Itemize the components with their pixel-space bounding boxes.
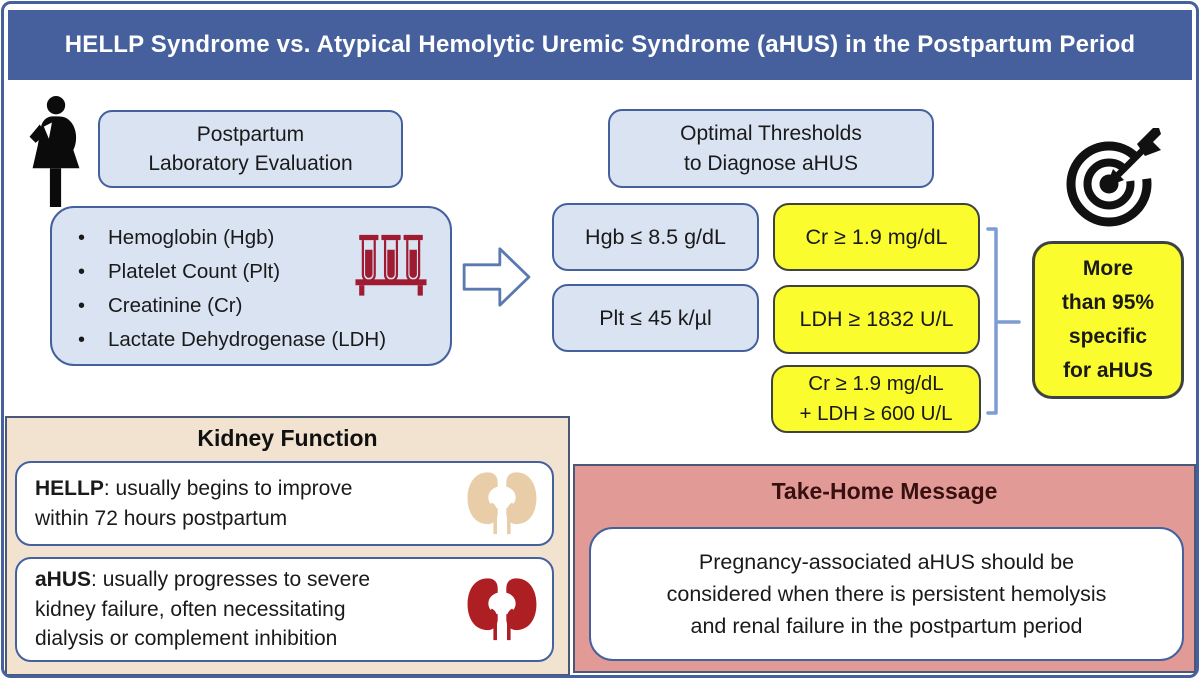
lab-test-label: Creatinine (Cr) — [108, 294, 243, 317]
right-arrow-icon — [461, 246, 533, 308]
take-home-message-line1: Pregnancy-associated aHUS should be — [698, 549, 1075, 574]
lab-test-label: Hemoglobin (Hgb) — [108, 226, 275, 249]
kidneys-dark-icon — [466, 577, 538, 643]
hgb-threshold-box: Hgb ≤ 8.5 g/dL — [552, 203, 759, 271]
ahus-kidney-box: aHUS: usually progresses to severe kidne… — [15, 557, 554, 662]
lab-test-item: Creatinine (Cr) — [74, 289, 386, 323]
lab-test-item: Platelet Count (Plt) — [74, 255, 386, 289]
ldh-threshold-value: LDH ≥ 1832 U/L — [799, 307, 954, 331]
specificity-line3: specific — [1068, 325, 1148, 348]
pregnant-woman-icon — [22, 95, 88, 207]
ahus-line1-text: : usually progresses to severe — [91, 567, 370, 591]
specificity-line4: for aHUS — [1063, 359, 1153, 382]
lab-test-item: Hemoglobin (Hgb) — [74, 221, 386, 255]
hellp-line2: within 72 hours postpartum — [35, 506, 288, 530]
combined-threshold-box: Cr ≥ 1.9 mg/dL + LDH ≥ 600 U/L — [771, 365, 981, 433]
hgb-threshold-value: Hgb ≤ 8.5 g/dL — [585, 224, 726, 249]
hellp-label: HELLP — [35, 476, 104, 500]
lab-tests-list: Hemoglobin (Hgb) Platelet Count (Plt) Cr… — [74, 221, 386, 357]
hellp-line1-text: : usually begins to improve — [103, 476, 353, 500]
specificity-line2: than 95% — [1061, 291, 1155, 314]
title-banner: HELLP Syndrome vs. Atypical Hemolytic Ur… — [8, 10, 1192, 80]
test-tubes-icon — [354, 234, 428, 298]
specificity-box: More than 95% specific for aHUS — [1032, 241, 1184, 399]
kidney-function-panel: Kidney Function HELLP: usually begins to… — [5, 416, 570, 676]
lab-test-item: Lactate Dehydrogenase (LDH) — [74, 323, 386, 357]
lab-header-line1: Postpartum — [196, 122, 305, 146]
kidneys-light-icon — [466, 471, 538, 537]
lab-test-label: Platelet Count (Plt) — [108, 260, 281, 283]
ahus-label: aHUS — [35, 567, 92, 591]
target-icon — [1063, 126, 1167, 228]
cr-threshold-value: Cr ≥ 1.9 mg/dL — [805, 224, 948, 249]
lab-test-label: Lactate Dehydrogenase (LDH) — [108, 328, 387, 351]
lab-evaluation-header: Postpartum Laboratory Evaluation — [98, 110, 403, 188]
plt-threshold-box: Plt ≤ 45 k/µl — [552, 284, 759, 352]
thresholds-header: Optimal Thresholds to Diagnose aHUS — [608, 109, 934, 188]
lab-header-line2: Laboratory Evaluation — [148, 152, 353, 175]
take-home-panel: Take-Home Message Pregnancy-associated a… — [573, 464, 1196, 673]
hellp-line1: HELLP: usually begins to improve — [35, 474, 466, 504]
kidney-function-header: Kidney Function — [197, 425, 378, 451]
ahus-line2: kidney failure, often necessitating — [35, 597, 346, 621]
combined-threshold-line1: Cr ≥ 1.9 mg/dL — [808, 372, 944, 396]
combined-threshold-line2: + LDH ≥ 600 U/L — [799, 402, 953, 425]
thresholds-header-line2: to Diagnose aHUS — [684, 151, 858, 175]
thresholds-header-line1: Optimal Thresholds — [680, 122, 862, 146]
main-title: HELLP Syndrome vs. Atypical Hemolytic Ur… — [64, 31, 1136, 58]
take-home-message-box: Pregnancy-associated aHUS should be cons… — [589, 527, 1184, 661]
hellp-kidney-text: HELLP: usually begins to improve within … — [17, 474, 466, 534]
hellp-kidney-box: HELLP: usually begins to improve within … — [15, 461, 554, 546]
specificity-line1: More — [1082, 257, 1134, 280]
grouping-bracket — [986, 227, 1022, 417]
take-home-header: Take-Home Message — [771, 478, 998, 504]
lab-tests-box: Hemoglobin (Hgb) Platelet Count (Plt) Cr… — [50, 206, 452, 366]
ahus-line3: dialysis or complement inhibition — [35, 627, 338, 651]
ahus-line1: aHUS: usually progresses to severe — [35, 565, 466, 595]
ldh-threshold-box: LDH ≥ 1832 U/L — [773, 285, 980, 354]
plt-threshold-value: Plt ≤ 45 k/µl — [599, 305, 712, 330]
take-home-message-line3: and renal failure in the postpartum peri… — [690, 614, 1083, 639]
ahus-kidney-text: aHUS: usually progresses to severe kidne… — [17, 565, 466, 654]
cr-threshold-box: Cr ≥ 1.9 mg/dL — [773, 203, 980, 271]
take-home-message-line2: considered when there is persistent hemo… — [666, 581, 1107, 606]
